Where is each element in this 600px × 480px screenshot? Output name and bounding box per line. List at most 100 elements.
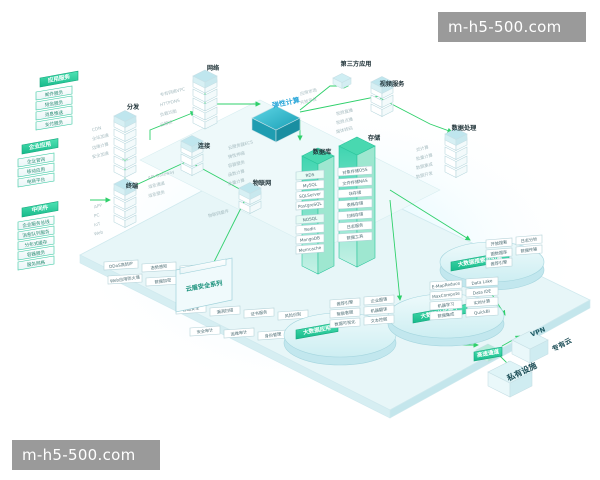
label-private-cloud: 专有云 bbox=[550, 336, 573, 354]
left-group-2-item-text: 消息队列服务 bbox=[22, 228, 51, 239]
left-group-0-item-3: 支付服务 bbox=[35, 115, 73, 131]
left-group-2-item-2: 分布式缓存 bbox=[17, 235, 55, 251]
video-tower bbox=[370, 85, 394, 117]
database-item-0-shape bbox=[295, 169, 325, 181]
database-item-4-text: NOSQL bbox=[302, 215, 318, 222]
link-storage-analytics bbox=[389, 199, 403, 301]
pod-apps-item-3-shape bbox=[363, 304, 395, 316]
pod-apps-item-0-text: 推荐引擎 bbox=[336, 298, 354, 307]
link-video-data bbox=[379, 97, 453, 133]
left-group-0-item-text: 支付服务 bbox=[44, 119, 64, 129]
platform-row2-item-0: Web应用防火墙 bbox=[107, 273, 143, 285]
platform-row4-item-0-shape bbox=[189, 325, 221, 337]
database-item-0: RDS bbox=[295, 169, 325, 181]
storage-item-5-shape bbox=[337, 220, 373, 232]
left-group-2-item-shape bbox=[17, 245, 55, 261]
left-group-0-item-2: 消息推送 bbox=[35, 105, 73, 121]
security-panel: 云盾安全系列 bbox=[175, 257, 233, 313]
left-group-0-item-shape bbox=[35, 115, 73, 131]
database-item-5-shape bbox=[295, 223, 325, 235]
left-group-2-title-shape bbox=[21, 201, 59, 218]
left-group-2-item-text: 容器服务 bbox=[26, 249, 46, 259]
pod-analytics-item-5-text: 实时计算 bbox=[473, 297, 491, 306]
pod-analytics-item-0-text: E-MapReduce bbox=[431, 280, 460, 289]
left-group-0-title-text: 应用服务 bbox=[47, 72, 71, 84]
express-channel-tag: 高速通道 bbox=[473, 346, 503, 362]
platform-row3-item-3-text: 风险识别 bbox=[284, 310, 302, 319]
database-item-7-shape bbox=[295, 243, 325, 255]
storage-item-2-text: 块存储 bbox=[348, 189, 361, 198]
left-group-0-title: 应用服务 bbox=[39, 70, 79, 88]
pod-analytics-item-2-text: MaxCompute bbox=[432, 291, 461, 300]
pod-analytics-item-7-shape bbox=[465, 306, 499, 318]
pod-apps-item-2: 智能客服 bbox=[329, 307, 361, 319]
iot-tower-side-right bbox=[249, 200, 262, 214]
storage-item-6: 数据工具 bbox=[337, 231, 373, 243]
label-third-party: 第三方应用 bbox=[340, 60, 372, 68]
pod-search-item-0: 开放搜索 bbox=[485, 237, 513, 249]
network-item-1: HTTPDNS bbox=[159, 98, 180, 109]
left-group-2-item-4: 服务网格 bbox=[17, 255, 55, 271]
express-channel-tag-shape bbox=[473, 346, 503, 362]
link-distribution-network bbox=[149, 111, 196, 140]
video-item-2: 媒体转码 bbox=[335, 124, 354, 135]
left-group-2-item-0: 企业服务总线 bbox=[17, 215, 55, 231]
left-group-1-item-shape bbox=[17, 152, 55, 168]
pod-analytics-item-6-shape bbox=[429, 309, 463, 321]
database-item-3-text: PostgreSQL bbox=[298, 201, 323, 209]
distribution-tower-side-right bbox=[124, 137, 137, 151]
data-processing-tower-side-right bbox=[455, 146, 468, 160]
database-item-4-shape bbox=[295, 213, 325, 225]
storage-item-5-text: 日志服务 bbox=[346, 221, 364, 230]
network-tower-side-right bbox=[204, 97, 218, 112]
data-processing-tower-side-right bbox=[455, 164, 468, 178]
platform-row1-item-0-shape bbox=[103, 259, 139, 271]
database-item-1: MySQL bbox=[295, 179, 325, 191]
platform-row1-item-1: 态势感知 bbox=[141, 261, 177, 273]
connection-tower-cap-top-face bbox=[180, 135, 204, 147]
security-panel-header bbox=[179, 258, 227, 275]
left-group-1-item-2: 电商平台 bbox=[17, 172, 55, 188]
pod-analytics-item-5: 实时计算 bbox=[465, 296, 499, 308]
network-tower-side-right bbox=[204, 115, 218, 130]
pod-search-item-0-text: 开放搜索 bbox=[490, 238, 508, 247]
private-facilities-cube-top-face bbox=[487, 360, 533, 384]
pod-apps-item-4: 数据可视化 bbox=[329, 317, 361, 329]
data-processing-item-0: 流计算 bbox=[415, 143, 430, 153]
pod-search-item-4-text: 推荐引擎 bbox=[490, 258, 508, 267]
platform-row4-item-1: 运维审计 bbox=[223, 327, 255, 339]
distribution-item-0: CDN bbox=[91, 125, 102, 133]
data-processing-item-3: 数据开发 bbox=[415, 169, 434, 180]
platform-row3-item-2-text: 证书服务 bbox=[250, 308, 268, 317]
pod-analytics-item-2-shape bbox=[429, 289, 463, 301]
left-group-0-item-text: 消息推送 bbox=[44, 109, 64, 119]
pod-analytics-item-1-text: Data Lake bbox=[471, 278, 493, 286]
storage-item-1-shape bbox=[337, 176, 373, 188]
network-item-0: 专有网络VPC bbox=[159, 85, 186, 98]
connection-tower-cap bbox=[180, 135, 204, 153]
network-tower bbox=[192, 79, 218, 130]
private-cloud-cube-top-face bbox=[511, 330, 549, 350]
pod-analytics-item-5-shape bbox=[465, 296, 499, 308]
left-group-2-item-text: 服务网格 bbox=[26, 259, 46, 269]
video-item-1: 视频点播 bbox=[335, 115, 354, 126]
pod-search-item-4-shape bbox=[485, 257, 513, 269]
platform-row4-item-2: 身份管理 bbox=[257, 329, 289, 341]
left-group-2-item-3: 容器服务 bbox=[17, 245, 55, 261]
express-channel-tag-text: 高速通道 bbox=[476, 347, 500, 359]
pod-analytics-item-7-text: QuickBI bbox=[474, 308, 490, 315]
network-tower-side-right bbox=[204, 106, 218, 121]
connection-item-1: 消息通道 bbox=[147, 179, 166, 190]
platform-row3-item-1-text: 漏洞扫描 bbox=[216, 306, 234, 315]
storage-item-6-shape bbox=[337, 231, 373, 243]
connection-tower-side-right bbox=[191, 153, 204, 167]
pod-apps-item-0: 推荐引擎 bbox=[329, 297, 361, 309]
distribution-tower-side-right bbox=[124, 164, 137, 178]
pod-search-item-3: 数据传输 bbox=[515, 244, 543, 256]
data-processing-tower-side-right bbox=[455, 155, 468, 169]
video-tower-cap bbox=[370, 76, 394, 94]
storage-item-3-shape bbox=[337, 198, 373, 210]
storage-item-1-text: 文件存储NAS bbox=[342, 177, 368, 188]
platform-row4-item-0: 安全审计 bbox=[189, 325, 221, 337]
